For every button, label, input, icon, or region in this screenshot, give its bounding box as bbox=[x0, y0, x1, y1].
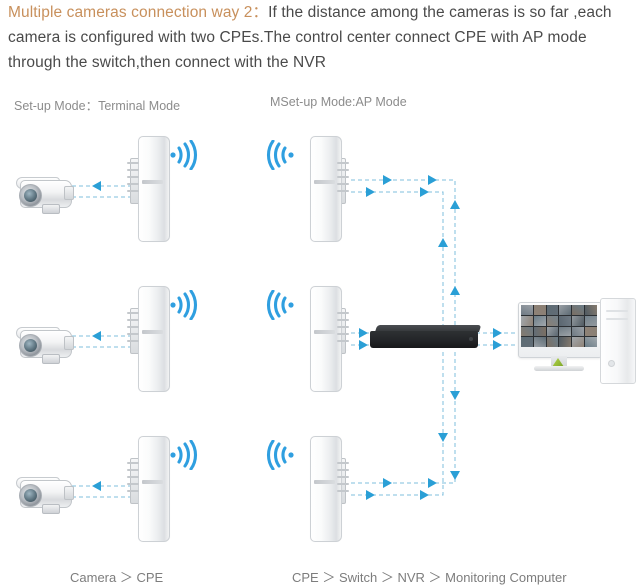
cpe-terminal-row-3[interactable] bbox=[127, 436, 176, 542]
camera-cable-gland bbox=[64, 486, 74, 500]
camera-mount bbox=[42, 354, 60, 364]
header-title: Multiple cameras connection way 2 bbox=[8, 4, 253, 21]
cctv-channel-tile bbox=[559, 305, 572, 315]
cpe-housing bbox=[138, 436, 170, 542]
cctv-channel-tile bbox=[572, 305, 585, 315]
cctv-channel-tile bbox=[533, 305, 546, 315]
caption-left-chain: Camera ＞ CPE bbox=[70, 570, 164, 585]
cctv-channel-tile bbox=[572, 315, 585, 326]
camera-lens bbox=[19, 184, 42, 207]
cctv-channel-tile bbox=[585, 326, 597, 337]
wifi-signal-icon bbox=[166, 140, 200, 170]
cpe-ap-row-1[interactable] bbox=[300, 136, 349, 242]
monitor-logo-icon bbox=[552, 358, 564, 367]
cpe-ap-row-2[interactable] bbox=[300, 286, 349, 392]
cpe-brand-mark bbox=[314, 480, 335, 484]
cpe-housing bbox=[138, 136, 170, 242]
cctv-channel-tile bbox=[546, 337, 559, 347]
wifi-signal-icon bbox=[264, 140, 298, 170]
cpe-housing bbox=[138, 286, 170, 392]
cpe-housing bbox=[310, 436, 342, 542]
nvr-switch[interactable] bbox=[370, 325, 482, 351]
cpe-led-panel bbox=[337, 462, 349, 492]
cpe-brand-mark bbox=[314, 180, 335, 184]
section-label-terminal-mode: Set-up Mode：Terminal Mode bbox=[14, 99, 181, 113]
monitor-screen-grid bbox=[521, 305, 597, 347]
caption-right-chain: CPE ＞ Switch ＞ NVR ＞ Monitoring Computer bbox=[292, 570, 567, 585]
camera-cable-gland bbox=[64, 336, 74, 350]
cctv-channel-tile bbox=[559, 326, 572, 337]
header-colon: ： bbox=[252, 4, 269, 21]
cpe-brand-mark bbox=[142, 480, 163, 484]
cctv-channel-tile bbox=[521, 337, 533, 347]
camera-lens bbox=[19, 484, 42, 507]
cctv-channel-tile bbox=[546, 315, 559, 326]
wifi-signal-icon bbox=[264, 290, 298, 320]
cpe-terminal-row-1[interactable] bbox=[127, 136, 176, 242]
cctv-channel-tile bbox=[533, 337, 546, 347]
cpe-led-panel bbox=[337, 312, 349, 342]
cpe-led-panel bbox=[127, 162, 139, 192]
cpe-led-panel bbox=[337, 162, 349, 192]
cpe-housing bbox=[310, 136, 342, 242]
camera-mount bbox=[42, 504, 60, 514]
section-label-ap-mode: MSet-up Mode:AP Mode bbox=[270, 95, 407, 109]
cctv-channel-tile bbox=[572, 326, 585, 337]
nvr-front-panel bbox=[370, 331, 478, 348]
header-block: Multiple cameras connection way 2：If the… bbox=[8, 0, 636, 75]
camera-row-1[interactable] bbox=[6, 166, 78, 222]
pc-drive-slot bbox=[606, 310, 628, 312]
pc-power-button[interactable] bbox=[608, 360, 615, 367]
cpe-led-panel bbox=[127, 462, 139, 492]
camera-lens bbox=[19, 334, 42, 357]
cctv-channel-tile bbox=[521, 326, 533, 337]
cpe-brand-mark bbox=[142, 180, 163, 184]
cctv-channel-tile bbox=[585, 337, 597, 347]
cctv-channel-tile bbox=[585, 305, 597, 315]
camera-mount bbox=[42, 204, 60, 214]
camera-row-2[interactable] bbox=[6, 316, 78, 372]
cctv-channel-tile bbox=[546, 326, 559, 337]
cpe-led-panel bbox=[127, 312, 139, 342]
cpe-ap-row-3[interactable] bbox=[300, 436, 349, 542]
cctv-channel-tile bbox=[521, 315, 533, 326]
monitoring-computer[interactable] bbox=[518, 302, 602, 376]
cpe-brand-mark bbox=[314, 330, 335, 334]
header-body: If the distance among the cameras is so … bbox=[8, 4, 612, 71]
camera-cable-gland bbox=[64, 186, 74, 200]
cpe-terminal-row-2[interactable] bbox=[127, 286, 176, 392]
pc-drive-slot bbox=[606, 318, 628, 320]
cctv-channel-tile bbox=[521, 305, 533, 315]
cctv-channel-tile bbox=[585, 315, 597, 326]
pc-tower[interactable] bbox=[600, 298, 636, 384]
wifi-signal-icon bbox=[264, 440, 298, 470]
cctv-channel-tile bbox=[533, 315, 546, 326]
cctv-channel-tile bbox=[533, 326, 546, 337]
cctv-channel-tile bbox=[572, 337, 585, 347]
cctv-channel-tile bbox=[559, 337, 572, 347]
monitor-stand-base bbox=[534, 366, 584, 371]
header-text: Multiple cameras connection way 2：If the… bbox=[8, 0, 636, 75]
cpe-housing bbox=[310, 286, 342, 392]
cpe-brand-mark bbox=[142, 330, 163, 334]
cctv-channel-tile bbox=[559, 315, 572, 326]
cctv-channel-tile bbox=[546, 305, 559, 315]
wifi-signal-icon bbox=[166, 440, 200, 470]
pc-tower-case bbox=[600, 298, 636, 384]
camera-row-3[interactable] bbox=[6, 466, 78, 522]
wifi-signal-icon bbox=[166, 290, 200, 320]
